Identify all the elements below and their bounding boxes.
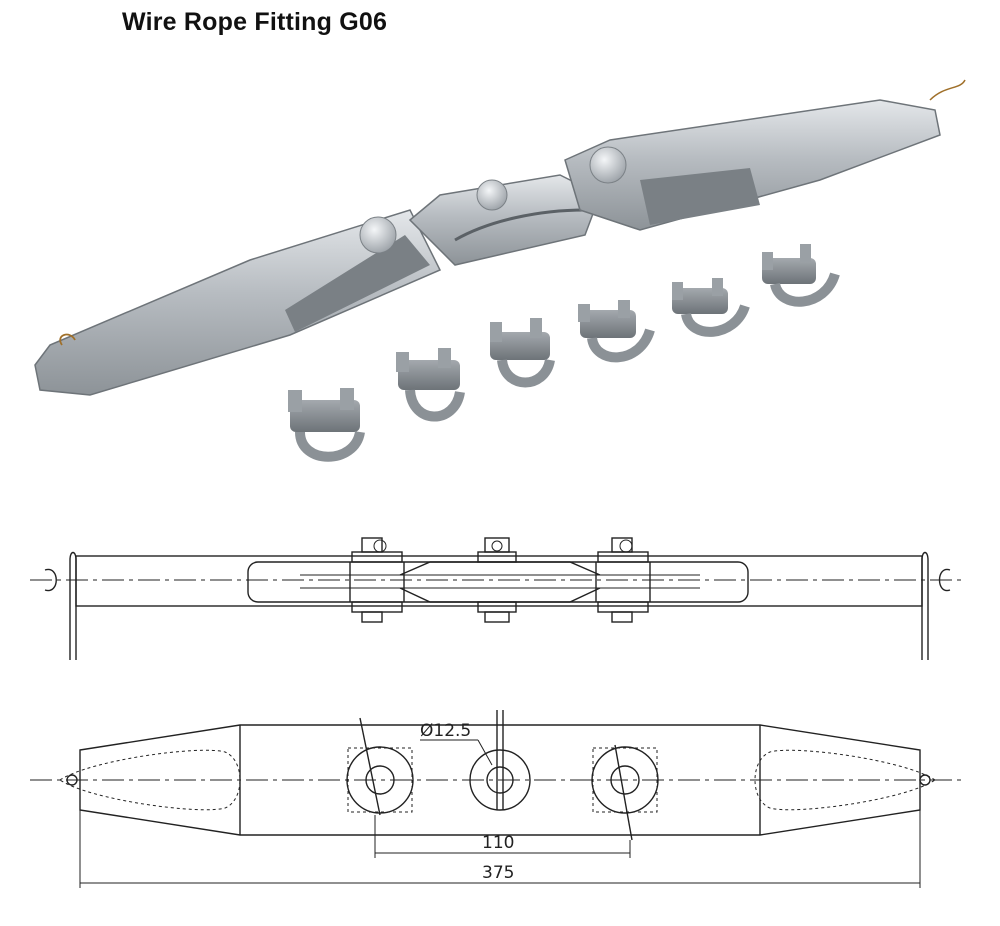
top-view-drawing: Ø12.5 110 375 xyxy=(30,710,965,888)
wire-rope-clip-6 xyxy=(762,244,840,307)
left-slot xyxy=(59,749,241,811)
outer-body xyxy=(75,555,923,607)
left-end-pin xyxy=(44,551,77,660)
bolt-assembly-right xyxy=(595,537,651,623)
bolt-head-left xyxy=(359,216,397,254)
bolt-head-center xyxy=(476,179,508,211)
overall-length-label: 375 xyxy=(482,863,514,883)
fitting-right-sleeve xyxy=(564,79,966,231)
wire-rope-clip-1 xyxy=(288,388,365,462)
side-view-drawing xyxy=(30,537,965,660)
wire-rope-clip-4 xyxy=(578,300,655,363)
right-end-pin xyxy=(921,551,951,660)
pin-hole-right xyxy=(591,744,659,841)
pin-hole-left xyxy=(346,717,414,816)
pin-spacing-label: 110 xyxy=(482,833,514,853)
fitting-left-sleeve xyxy=(34,209,442,396)
wire-rope-clip-2 xyxy=(396,348,465,422)
bolt-assembly-left xyxy=(349,537,405,623)
wire-rope-clip-5 xyxy=(672,278,750,337)
product-photo xyxy=(34,79,966,462)
page-title: Wire Rope Fitting G06 xyxy=(122,8,388,36)
bolt-head-right xyxy=(589,146,627,184)
diameter-label: Ø12.5 xyxy=(420,721,471,741)
right-slot xyxy=(754,749,936,811)
wire-rope-clip-3 xyxy=(490,318,555,388)
bolt-assembly-center xyxy=(477,537,517,623)
pin-hole-center xyxy=(469,710,531,811)
inner-link xyxy=(247,561,749,603)
